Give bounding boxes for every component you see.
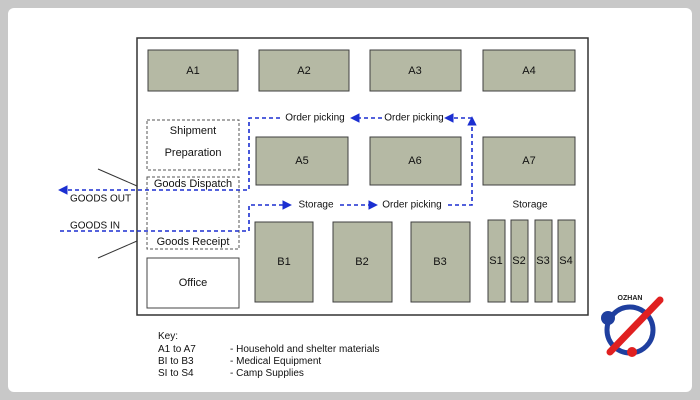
svg-text:Goods Receipt: Goods Receipt (157, 236, 230, 248)
flow-dispatch-to-goods-out (58, 117, 280, 195)
svg-text:A1: A1 (186, 65, 199, 77)
key-row-code: SI to S4 (158, 368, 194, 379)
logo-dot-icon (601, 311, 615, 325)
zone-a6: A6 (369, 136, 462, 186)
zone-a4: A4 (482, 49, 576, 92)
key-legend: Key: A1 to A7 - Household and shelter ma… (158, 331, 380, 379)
entrance-line-bottom (97, 240, 138, 259)
goods-dispatch-receipt-area: Goods Dispatch Goods Receipt (146, 176, 240, 250)
svg-text:Preparation: Preparation (165, 147, 222, 159)
zone-s4: S4 (557, 219, 576, 303)
svg-text:S2: S2 (512, 255, 525, 267)
key-row-desc: - Household and shelter materials (230, 344, 380, 355)
order-picking-label-2: Order picking (384, 113, 443, 124)
zone-b2: B2 (332, 221, 393, 303)
svg-text:S4: S4 (559, 255, 572, 267)
svg-text:A5: A5 (295, 155, 308, 167)
key-row-code: BI to B3 (158, 356, 194, 367)
goods-in-label: GOODS IN (70, 221, 120, 232)
svg-text:A4: A4 (522, 65, 535, 77)
svg-text:A6: A6 (408, 155, 421, 167)
zone-s2: S2 (510, 219, 529, 303)
zone-a5: A5 (255, 136, 349, 186)
storage-label-2: Storage (512, 200, 547, 211)
logo-accent-icon (627, 347, 637, 357)
goods-out-label: GOODS OUT (70, 194, 131, 205)
svg-text:B1: B1 (277, 256, 290, 268)
zone-a7: A7 (482, 136, 576, 186)
zone-b3: B3 (410, 221, 471, 303)
zone-a1: A1 (147, 49, 239, 92)
logo-slash-icon (606, 296, 664, 356)
zone-s1: S1 (487, 219, 506, 303)
office-area: Office (146, 257, 240, 309)
zone-a2: A2 (258, 49, 350, 92)
svg-text:A3: A3 (408, 65, 421, 77)
shipment-preparation-area: Shipment Preparation (146, 119, 240, 171)
logo-text: OZHAN (618, 295, 643, 302)
order-picking-label-3: Order picking (382, 200, 441, 211)
svg-text:S1: S1 (489, 255, 502, 267)
svg-text:B3: B3 (433, 256, 446, 268)
svg-text:Office: Office (179, 277, 208, 289)
svg-text:B2: B2 (355, 256, 368, 268)
svg-text:Goods Dispatch: Goods Dispatch (154, 178, 232, 190)
zone-b1: B1 (254, 221, 314, 303)
svg-text:S3: S3 (536, 255, 549, 267)
key-row-desc: - Medical Equipment (230, 356, 321, 367)
key-title: Key: (158, 331, 178, 342)
flow-order-picking-up (448, 116, 477, 206)
entrance-line-top (97, 168, 138, 187)
zone-a3: A3 (369, 49, 462, 92)
svg-text:A2: A2 (297, 65, 310, 77)
svg-text:A7: A7 (522, 155, 535, 167)
flow-goods-in-to-storage (60, 200, 292, 232)
key-row-code: A1 to A7 (158, 344, 196, 355)
svg-text:Shipment: Shipment (170, 125, 216, 137)
key-row-desc: - Camp Supplies (230, 368, 304, 379)
order-picking-label-1: Order picking (285, 113, 344, 124)
zone-s3: S3 (534, 219, 553, 303)
ozhan-logo: OZHAN (601, 295, 664, 357)
storage-label-1: Storage (298, 200, 333, 211)
